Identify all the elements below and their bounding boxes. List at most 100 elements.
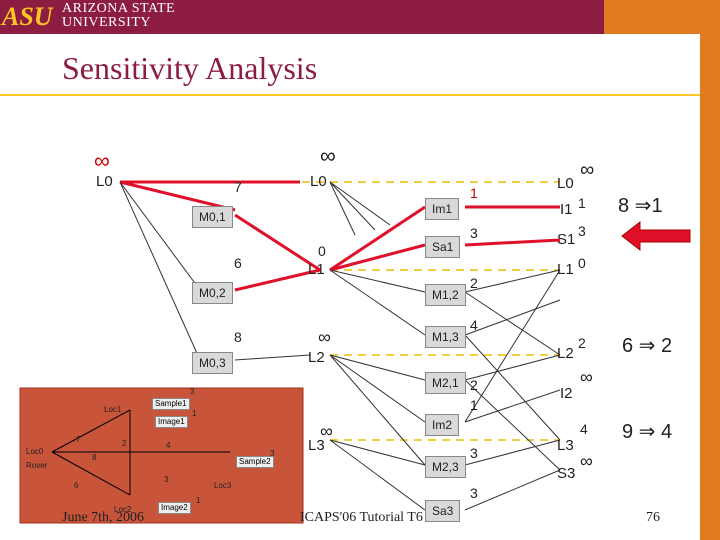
slide-title: Sensitivity Analysis [62,50,318,86]
action-node: M1,2 [425,284,466,306]
cost-L1: 0 [318,243,326,259]
fact-L3-value: 4 [580,421,588,437]
fact-S1-value: 3 [578,223,586,239]
edge-cost: 3 [470,445,478,461]
edge [329,439,426,511]
level-label-L0-b: L0 [310,173,327,190]
edge [119,181,201,291]
inset-number: 3 [270,449,275,458]
inset-number: 3 [164,475,169,484]
red-edge [119,180,236,212]
edge [329,181,376,231]
fact-S1: S1 [557,231,576,248]
inset-map [19,387,304,524]
edge [464,439,561,466]
inset-number: 2 [122,439,127,448]
inset-number: 7 [76,435,81,444]
side-stripe [700,34,720,540]
inset-edge [51,409,131,453]
edge [464,269,561,293]
inset-number: 1 [192,409,197,418]
fact-I2: I2 [560,385,573,402]
fact-S3-value: ∞ [580,451,593,471]
change-annotation: 6 ⇒ 2 [622,335,673,357]
fact-S3: S3 [557,465,576,482]
inset-label: Loc3 [214,481,232,490]
edge-cost: 2 [470,275,478,291]
edge [464,389,561,423]
inset-box: Sample2 [236,456,274,468]
inset-number: 3 [190,387,195,396]
infinity-mark: ∞ [320,143,336,168]
action-node: M2,1 [425,372,466,394]
change-annotation: 8 ⇒1 [618,195,663,217]
header-accent [604,0,720,34]
inset-number: 8 [92,453,97,462]
inset-number: 6 [74,481,79,490]
edge-cost: 4 [470,317,478,333]
action-node: M2,3 [425,456,466,478]
arrow-left-icon [621,220,691,252]
action-node: Sa3 [425,500,461,522]
edge [464,354,561,381]
level-label-L2: L2 [308,349,325,366]
edge [464,269,561,423]
fact-L3: L3 [557,437,574,454]
edge [329,269,426,336]
edge [234,354,311,361]
infinity-mark: ∞ [318,327,331,347]
fact-I1: I1 [560,201,573,218]
action-node: Im1 [425,198,460,220]
infinity-mark: ∞ [320,421,333,441]
edge [119,181,201,361]
footer-date: June 7th, 2006 [62,510,145,525]
action-node: M0,3 [192,352,233,374]
edge [464,469,561,511]
edge [464,379,561,471]
fact-L0: L0 [557,175,574,192]
edge [329,181,391,226]
edge [464,291,561,356]
change-annotation: 9 ⇒ 4 [622,421,673,443]
red-edge [234,268,321,292]
asu-logo: ASU [2,2,53,31]
edge [329,269,426,293]
inset-label: Rover [26,461,48,470]
red-edge [329,205,426,272]
edge-cost: 1 [470,185,478,201]
red-edge [329,243,426,272]
edge-cost: 3 [470,485,478,501]
edge [329,354,426,466]
level-label-L3: L3 [308,437,325,454]
action-node: M0,1 [192,206,233,228]
edge-cost-8: 8 [234,329,242,345]
inset-box: Image2 [158,502,191,514]
title-rule [0,94,700,96]
inset-edge [51,451,131,496]
level-label-L1: L1 [308,261,325,278]
inset-number: 1 [196,496,201,505]
edge-cost-6: 6 [234,255,242,271]
inset-label: Loc2 [114,505,132,514]
inset-label: Loc1 [104,405,122,414]
action-node: M1,3 [425,326,466,348]
fact-L0-value: ∞ [580,159,595,181]
edge-cost-7: 7 [234,179,242,195]
level-label-L0: L0 [96,173,113,190]
inset-label: Loc0 [26,447,44,456]
action-node: Sa1 [425,236,461,258]
edge-cost: 3 [470,225,478,241]
inset-box: Sample1 [152,398,190,410]
edge [329,354,426,381]
infinity-mark: ∞ [94,148,110,173]
red-edge [464,238,561,247]
university-name: ARIZONA STATE UNIVERSITY [62,1,176,30]
fact-I1-value: 1 [578,195,586,211]
edge-cost: 2 [470,377,478,393]
page-number: 76 [646,510,660,525]
action-node: Im2 [425,414,460,436]
fact-L2-value: 2 [578,335,586,351]
inset-number: 4 [166,441,171,450]
edge [464,299,561,336]
